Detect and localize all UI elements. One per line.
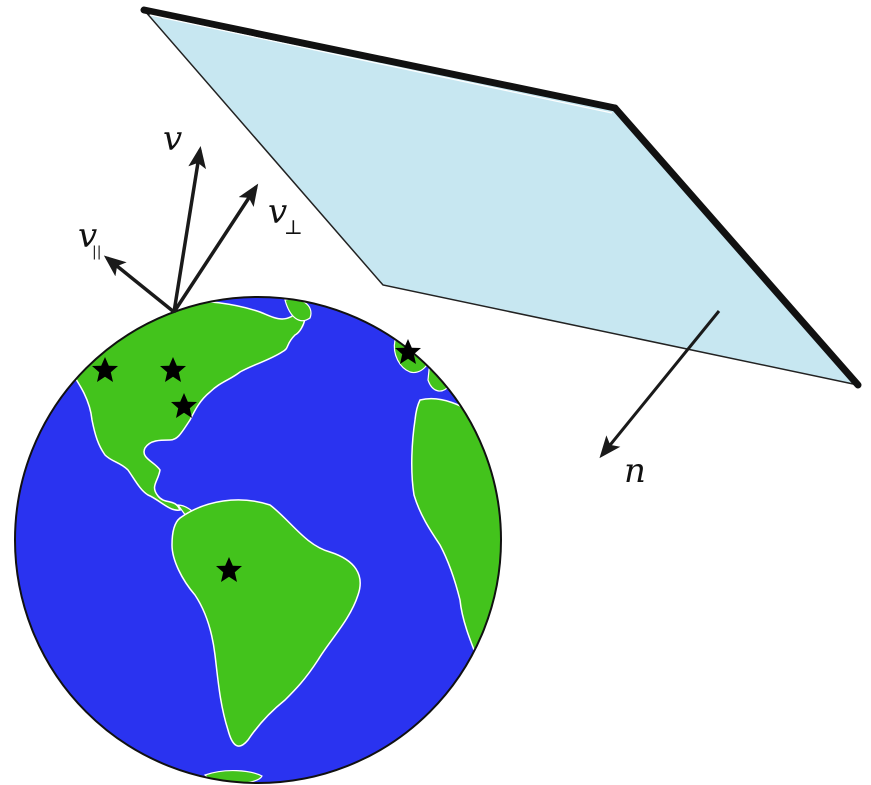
normal-arrow	[599, 310, 721, 459]
star-icon	[92, 357, 118, 382]
v-perpendicular-arrow	[172, 183, 259, 313]
star-markers	[92, 339, 421, 582]
label-v-perp: v	[268, 192, 287, 232]
vector-labels: v v ⊥ v || n	[78, 119, 646, 491]
plane-edge-top	[140, 6, 619, 112]
label-v-perp-sub: ⊥	[284, 215, 303, 239]
label-v-parallel-sub: ||	[92, 244, 101, 260]
star-icon	[171, 393, 197, 418]
velocity-vectors	[103, 146, 259, 314]
v-arrow	[172, 146, 207, 313]
star-icon	[160, 357, 186, 382]
normal-vector	[599, 310, 721, 459]
earth-globe-icon	[14, 296, 502, 784]
label-v: v	[163, 119, 182, 159]
plane-edge-right	[611, 104, 862, 389]
label-v-parallel: v	[78, 216, 97, 256]
south-america	[171, 499, 361, 747]
v-parallel-arrow	[103, 255, 176, 314]
globe-outline	[14, 296, 502, 784]
label-n: n	[624, 451, 646, 491]
reflecting-plane	[140, 6, 862, 389]
plane-bevel-highlight	[149, 14, 613, 114]
star-icon	[216, 557, 242, 582]
europe	[427, 358, 452, 392]
star-icon	[395, 339, 421, 364]
